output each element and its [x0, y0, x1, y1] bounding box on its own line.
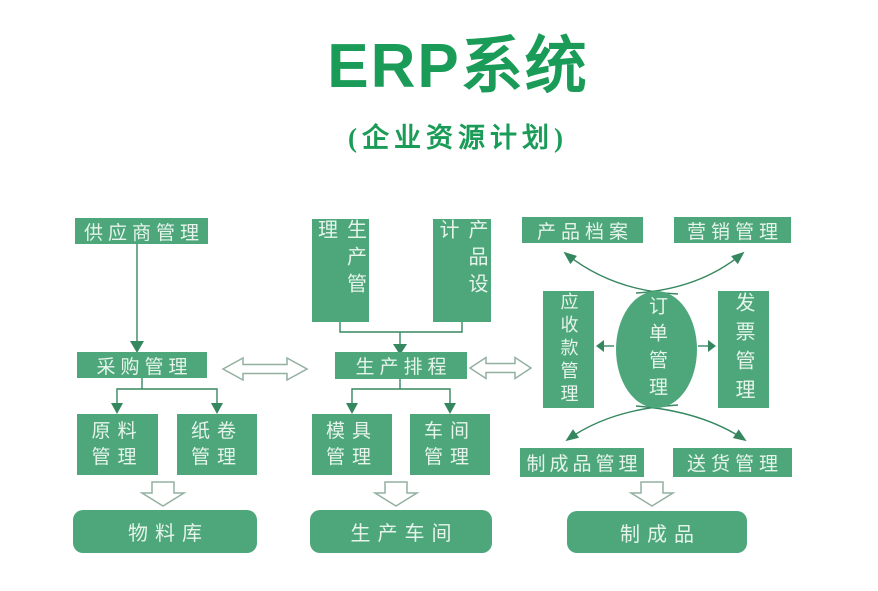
line-scheduling-split	[351, 388, 451, 405]
arrowhead-scheduling	[393, 344, 407, 355]
node-supplier-management: 供应商管理	[75, 218, 208, 244]
curve-orders-to-product-archive	[563, 251, 679, 295]
line-purchasing-split	[116, 388, 218, 405]
node-marketing-management: 营销管理	[674, 217, 791, 243]
curve-orders-to-finished-goods-mgmt	[565, 404, 679, 442]
node-production-scheduling: 生产排程	[335, 352, 467, 379]
arrowhead-invoices	[708, 340, 716, 352]
node-receivables-management: 应收款管理	[543, 291, 594, 408]
diagram-title: ERP系统	[327, 32, 589, 101]
arrowhead-paper-rolls	[211, 403, 223, 414]
node-mold-management: 模具管理	[312, 414, 392, 475]
arrowhead-molds	[346, 403, 358, 414]
arrowhead-workshop	[444, 403, 456, 414]
diagram-subtitle: (企业资源计划)	[348, 123, 568, 153]
arrowhead-raw-materials	[111, 403, 123, 414]
curve-orders-to-delivery	[635, 405, 747, 442]
block-arrow-to-material-warehouse	[139, 481, 187, 507]
node-delivery-management: 送货管理	[673, 448, 792, 477]
double-arrow-purchasing-scheduling	[221, 356, 309, 382]
line-merge-production-design	[339, 322, 463, 333]
arrowhead-receivables	[596, 340, 604, 352]
node-product-archive: 产品档案	[522, 217, 643, 243]
double-arrow-scheduling-receivables	[468, 356, 533, 380]
node-production-workshop: 生产车间	[310, 510, 492, 553]
node-paper-roll-management: 纸卷管理	[177, 414, 257, 475]
block-arrow-to-finished-goods	[628, 481, 676, 507]
curve-orders-to-marketing	[635, 251, 745, 294]
node-production-management: 生产管理	[312, 219, 369, 322]
node-product-design: 产品设计	[433, 219, 491, 322]
node-finished-goods-management: 制成品管理	[520, 448, 644, 477]
block-arrow-to-production-workshop	[372, 481, 420, 507]
node-material-warehouse: 物料库	[73, 510, 257, 553]
node-order-management: 订单管理	[616, 291, 697, 408]
node-workshop-management: 车间管理	[410, 414, 490, 475]
hollow-arrows	[139, 356, 676, 507]
node-purchasing-management: 采购管理	[77, 352, 207, 378]
node-raw-material-management: 原料管理	[77, 414, 158, 475]
node-invoice-management: 发票管理	[718, 291, 769, 408]
node-finished-goods: 制成品	[567, 511, 747, 553]
arrowhead-purchasing	[130, 341, 144, 353]
